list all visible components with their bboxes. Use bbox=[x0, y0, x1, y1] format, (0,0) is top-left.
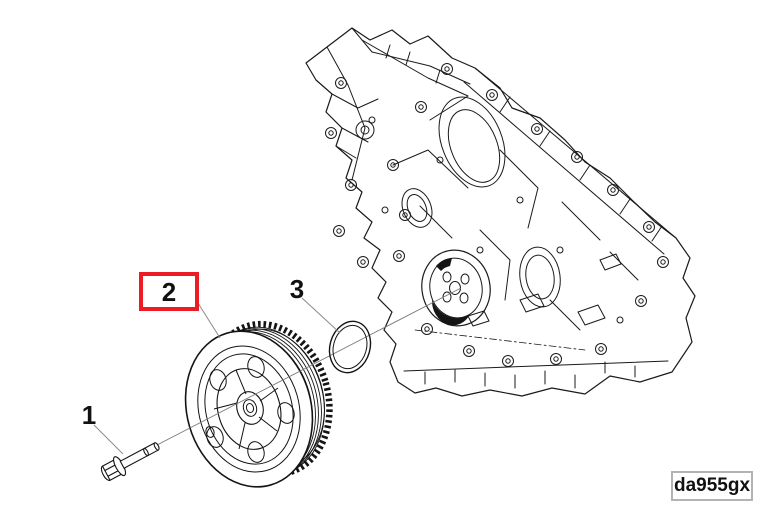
crankshaft-pulley-drawing bbox=[184, 320, 333, 488]
crankshaft-hub bbox=[421, 249, 491, 327]
engine-block-drawing bbox=[305, 27, 696, 397]
diagram-code-label: da955gx bbox=[673, 475, 751, 496]
leader-lines bbox=[93, 297, 341, 455]
pulley-bolt-drawing bbox=[100, 442, 160, 481]
assembly-axis-line bbox=[156, 287, 462, 446]
o-ring-drawing bbox=[328, 320, 372, 374]
callout-2-highlight-box[interactable]: 2 bbox=[139, 272, 199, 311]
callout-1-label[interactable]: 1 bbox=[81, 400, 97, 430]
callout-3-label[interactable]: 3 bbox=[289, 274, 305, 304]
callout-2-label: 2 bbox=[161, 276, 177, 307]
diagram-code-box: da955gx bbox=[671, 471, 753, 501]
bolt-bosses bbox=[325, 63, 669, 367]
